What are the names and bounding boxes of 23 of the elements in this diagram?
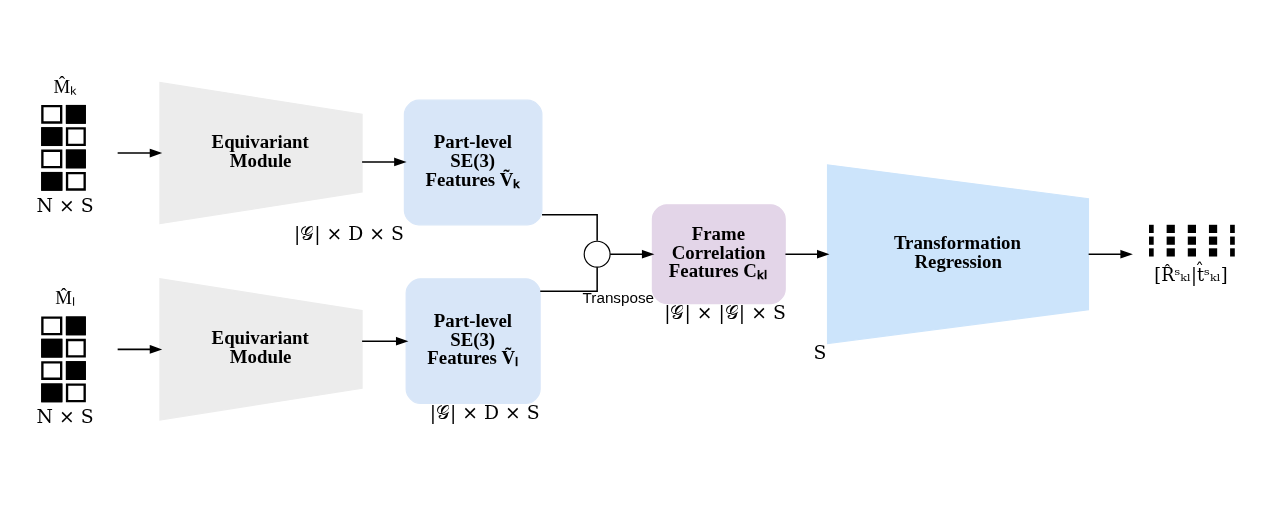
node-label: |𝒢| × D × S (293, 222, 404, 244)
node-label: M̂ₖ (53, 75, 78, 97)
node-box: Part-level SE(3) Features Ṽₗ (405, 277, 541, 404)
arrow (1087, 249, 1133, 259)
connector (539, 265, 598, 292)
node-circle (583, 240, 611, 268)
connector (541, 213, 598, 242)
arrow (609, 249, 655, 259)
node-label: S (813, 341, 827, 363)
arrow (361, 336, 409, 345)
node-box: Equivariant Module (159, 81, 363, 224)
node-label: M̂ₗ (55, 286, 76, 308)
node-box: Part-level SE(3) Features Ṽₖ (403, 99, 543, 225)
node-label: N × S (36, 194, 94, 216)
node-label: N × S (36, 405, 94, 427)
node-box: Transformation Regression (826, 163, 1090, 344)
arrow (784, 249, 830, 259)
arrow (361, 157, 407, 166)
node-label: [R̂ˢₖₗ|t̂ˢₖₗ] (1154, 264, 1228, 285)
arrow (116, 344, 163, 354)
node-box: Equivariant Module (159, 277, 363, 421)
arrow (116, 148, 163, 157)
node-label: |𝒢| × |𝒢| × S (664, 301, 786, 323)
